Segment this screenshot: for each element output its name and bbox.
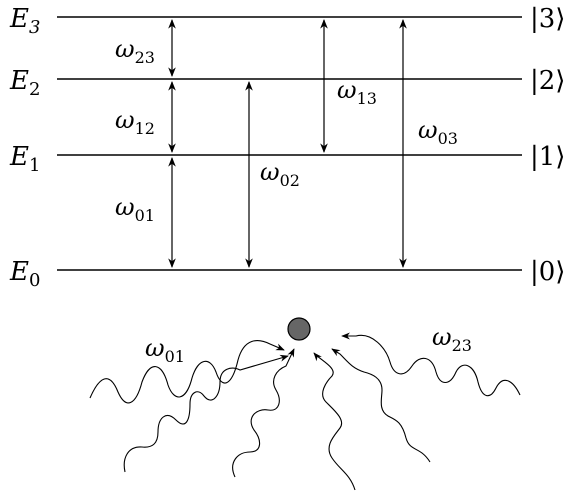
- label-w01: ω01: [115, 193, 155, 225]
- photon-wave-6: [341, 332, 521, 397]
- label-w03: ω03: [418, 116, 458, 148]
- atom-circle: [287, 317, 311, 341]
- photon-wave-2: [123, 354, 289, 473]
- ket-label-2: |2⟩: [530, 66, 565, 96]
- label-w12: ω12: [115, 106, 155, 138]
- ket-label-3: |3⟩: [530, 4, 565, 34]
- photon-wave-3: [232, 348, 295, 478]
- level-label-e3: E3: [9, 4, 40, 38]
- photon-wave-4: [313, 352, 356, 491]
- label-w13: ω13: [337, 76, 377, 108]
- photon-wave-1: [89, 340, 285, 404]
- level-label-e1: E1: [9, 142, 40, 176]
- label-w23: ω23: [115, 35, 155, 67]
- photon-wave-5: [331, 348, 431, 463]
- photon-label-right: ω23: [432, 323, 472, 355]
- level-label-e2: E2: [9, 66, 40, 100]
- level-label-e0: E0: [9, 257, 40, 291]
- ket-label-1: |1⟩: [530, 142, 565, 172]
- label-w02: ω02: [260, 158, 300, 190]
- photon-label-left: ω01: [145, 334, 185, 366]
- ket-label-0: |0⟩: [530, 257, 565, 287]
